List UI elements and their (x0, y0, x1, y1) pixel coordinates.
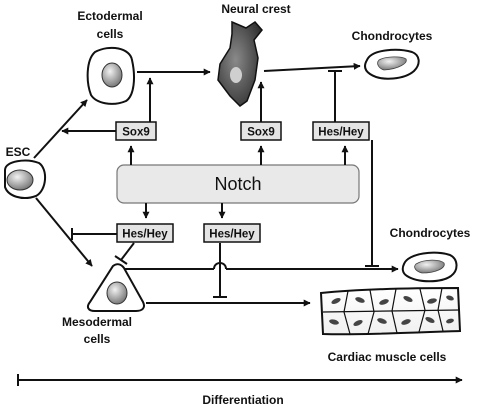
label-differentiation: Differentiation (202, 393, 283, 407)
heshey-box-low-left: Hes/Hey (116, 223, 174, 243)
label-neural-crest: Neural crest (221, 2, 290, 16)
label-esc: ESC (6, 145, 31, 159)
mesodermal-cell (86, 263, 146, 312)
sox9-box-mid-label: Sox9 (247, 127, 275, 139)
sox9-box-left-label: Sox9 (122, 127, 150, 139)
arrow-neural-crest-to-chondrocytes (263, 62, 361, 72)
heshey-box-top-label: Hes/Hey (318, 127, 364, 139)
label-ectodermal-line2: cells (97, 27, 124, 41)
sox9-box-mid: Sox9 (240, 121, 282, 141)
label-mesodermal-line1: Mesodermal (62, 315, 132, 329)
heshey-box-top: Hes/Hey (312, 121, 370, 141)
ectodermal-cell (86, 46, 135, 105)
notch-box: Notch (116, 164, 360, 204)
heshey-box-low-left-label: Hes/Hey (122, 229, 168, 241)
cardiac-muscle-cells (319, 286, 462, 336)
inhibit-heshey-low-left-diagonal (120, 242, 135, 261)
arrow-esc-to-mesodermal (35, 197, 93, 267)
label-chondrocytes-mid: Chondrocytes (390, 226, 471, 240)
notch-label: Notch (214, 174, 261, 194)
chondrocyte-top (364, 48, 420, 80)
sox9-box-left: Sox9 (115, 121, 157, 141)
neural-crest-cell (217, 20, 263, 107)
label-cardiac-muscle-cells: Cardiac muscle cells (328, 350, 447, 364)
chondrocyte-mid (401, 251, 458, 283)
label-chondrocytes-top: Chondrocytes (352, 29, 433, 43)
heshey-box-low-mid: Hes/Hey (203, 223, 261, 243)
heshey-box-low-mid-label: Hes/Hey (209, 229, 255, 241)
label-ectodermal-line1: Ectodermal (77, 9, 142, 23)
label-mesodermal-line2: cells (84, 332, 111, 346)
arrow-esc-to-ectodermal (33, 99, 88, 159)
esc-cell (4, 159, 46, 199)
